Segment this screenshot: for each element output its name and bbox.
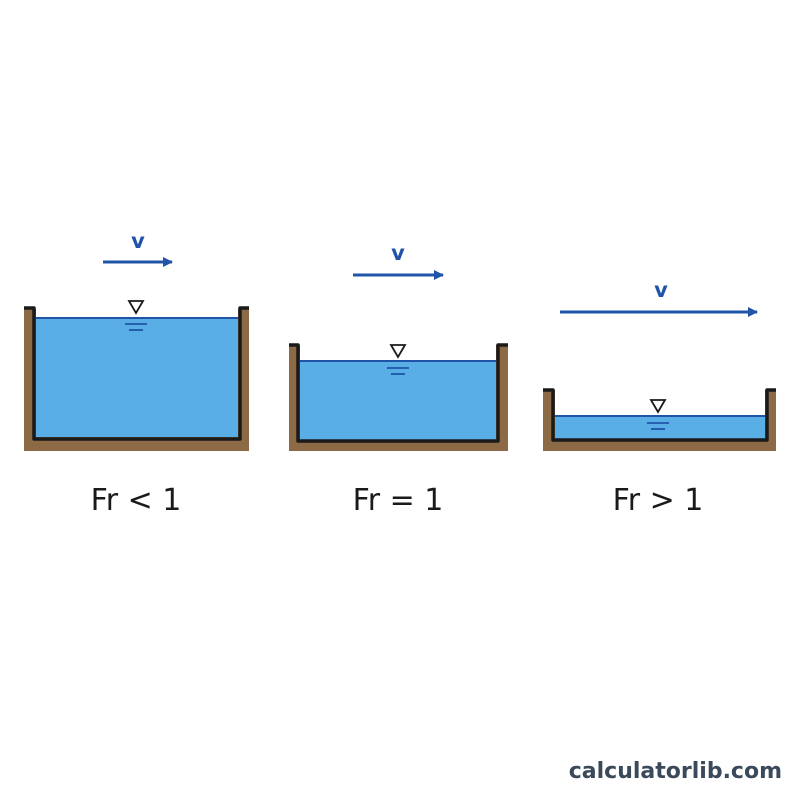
channel-ground	[543, 390, 776, 451]
velocity-label: v	[654, 278, 668, 302]
velocity-label: v	[391, 241, 405, 265]
water-body	[555, 416, 765, 439]
water-body	[300, 361, 496, 440]
channel-critical: v Fr = 1	[289, 241, 508, 518]
velocity-label: v	[131, 229, 145, 253]
water-level-icon	[647, 399, 669, 430]
froude-caption-supercritical: Fr > 1	[613, 483, 704, 518]
water-level-icon	[387, 344, 409, 375]
site-watermark: calculatorlib.com	[568, 759, 782, 784]
channel-wall	[289, 343, 508, 443]
channel-wall	[24, 306, 249, 441]
water-body	[36, 318, 238, 437]
froude-caption-critical: Fr = 1	[353, 483, 444, 518]
channel-supercritical: v Fr > 1	[543, 278, 776, 518]
channel-subcritical: v Fr < 1	[24, 229, 249, 518]
channel-wall	[543, 388, 776, 442]
froude-caption-subcritical: Fr < 1	[91, 483, 182, 518]
water-level-icon	[125, 300, 147, 331]
